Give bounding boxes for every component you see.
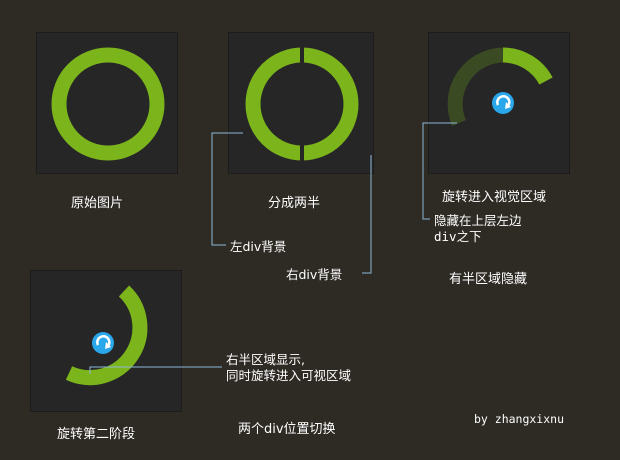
caption-half-hidden: 有半区域隐藏 [449,272,528,287]
panel-rotate [428,32,570,174]
note-right-half-line1: 右半区域显示, [226,352,305,367]
ring-second-stage [65,285,148,386]
caption-split: 分成两半 [268,196,321,211]
ring-rotating [447,47,553,126]
panel-second-stage [30,270,182,412]
refresh-icon [492,92,514,114]
panel-split [228,32,374,174]
refresh-icon [92,332,114,354]
note-right-bg: 右div背景 [286,267,343,282]
note-left-bg: 左div背景 [230,239,287,254]
caption-swap-positions: 两个div位置切换 [238,422,336,437]
credit-text: by zhangxixnu [474,412,565,426]
note-hidden-line2: div之下 [434,229,482,244]
visible-arc [502,47,553,85]
hidden-half-arc [447,47,504,126]
caption-second-stage: 旋转第二阶段 [57,427,136,442]
note-right-half-line2: 同时旋转进入可视区域 [226,368,352,383]
note-hidden-line1: 隐藏在上层左边 [434,213,522,228]
caption-original: 原始图片 [71,196,124,211]
ring-split [245,43,359,165]
visible-right-arc [65,285,148,386]
ring-full [51,47,165,161]
panel-original [36,32,178,174]
caption-rotate: 旋转进入视觉区域 [442,190,547,205]
split-gap [300,43,304,165]
